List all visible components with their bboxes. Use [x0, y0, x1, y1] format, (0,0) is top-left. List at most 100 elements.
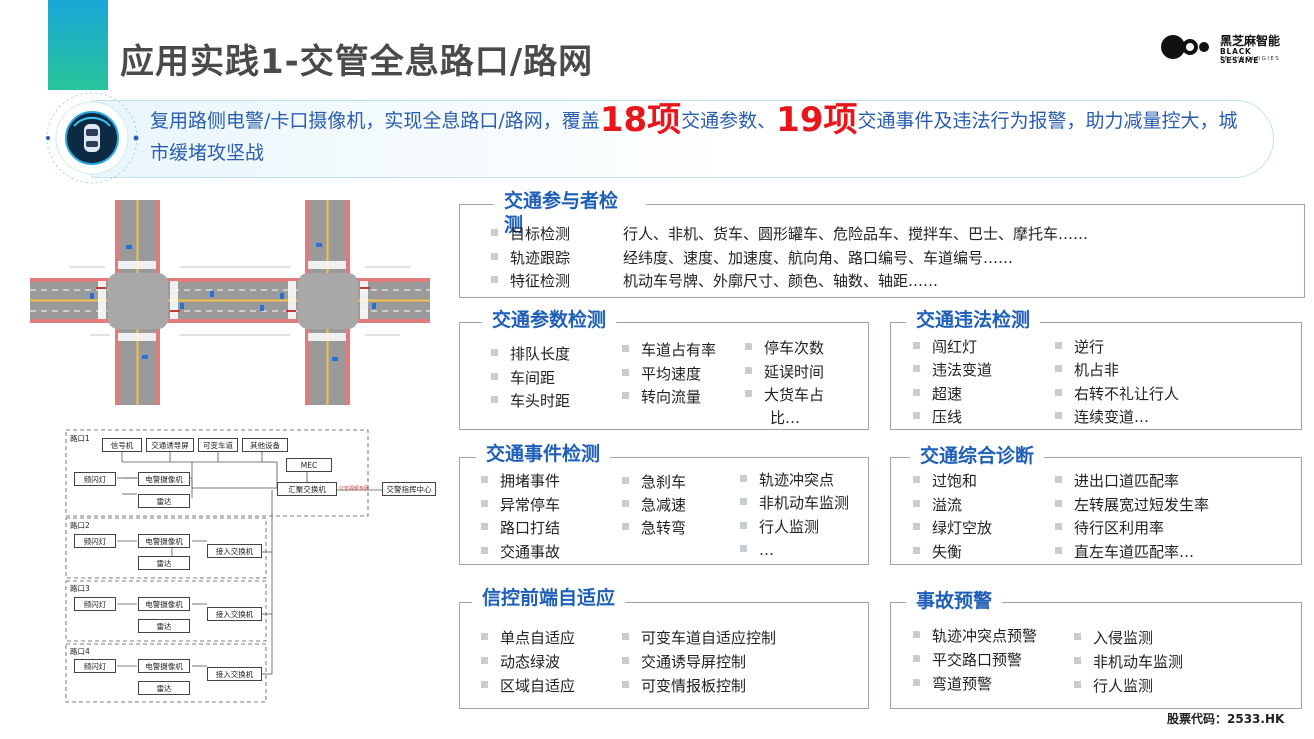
- list-item: 违法变道: [913, 360, 992, 380]
- list-item: 进出口道匹配率: [1055, 471, 1179, 491]
- summary-part-1: 复用路侧电警/卡口摄像机，实现全息路口/路网，覆盖: [150, 110, 600, 132]
- participant-row: 目标检测: [491, 224, 570, 244]
- signal-control-title: 信控前端自适应: [472, 586, 626, 610]
- accent-bar: [48, 0, 108, 90]
- list-item: 失衡: [913, 542, 962, 562]
- list-item: 动态绿波: [481, 652, 560, 672]
- accident-warning-box: [890, 602, 1302, 709]
- junction-2-label: 路口2: [70, 521, 90, 530]
- summary-banner: [90, 100, 1274, 178]
- accident-warning-title: 事故预警: [906, 589, 1003, 613]
- list-item: 交通事故: [481, 542, 560, 562]
- list-item: 车间距: [491, 368, 555, 388]
- diagnosis-title: 交通综合诊断: [910, 444, 1045, 468]
- junction-1-label: 路口1: [70, 434, 90, 443]
- list-item: 大货车占: [745, 385, 824, 405]
- list-item: 平交路口预警: [913, 650, 1022, 670]
- flash-light-node: 频闪灯: [74, 534, 116, 548]
- radar-node: 雷达: [138, 494, 190, 508]
- list-item: 溢流: [913, 495, 962, 515]
- network-topology: .nb { position: absolute; border: 1px so…: [62, 428, 442, 703]
- list-item: 入侵监测: [1074, 628, 1153, 648]
- list-item: 路口打结: [481, 518, 560, 538]
- camera-node: 电警摄像机: [138, 534, 190, 548]
- param-count: 18项: [599, 100, 682, 140]
- participant-row-desc: 行人、非机、货车、圆形罐车、危险品车、搅拌车、巴士、摩托车……: [623, 225, 1089, 243]
- participant-detection-title: 交通参与者检测: [494, 189, 646, 237]
- junction-4-label: 路口4: [70, 647, 90, 656]
- radar-node: 雷达: [138, 681, 190, 695]
- logo-text-cn: 黑芝麻智能: [1220, 34, 1281, 48]
- participant-row: 特征检测: [491, 271, 570, 291]
- list-item: 非机动车监测: [740, 493, 849, 513]
- list-item: 行人监测: [1074, 676, 1153, 696]
- event-detection-title: 交通事件检测: [476, 442, 611, 466]
- event-count: 19项: [776, 100, 858, 140]
- mec-node: MEC: [286, 458, 332, 472]
- list-item: 行人监测: [740, 517, 819, 537]
- company-logo: 黑芝麻智能 BLACK SESAME TECHNOLOGIES: [1160, 30, 1290, 65]
- list-item: 拥堵事件: [481, 471, 560, 491]
- intersection-diagram: [30, 200, 430, 405]
- summary-part-3: 交通事件及违法行为报警，助力减量控大，城市缓堵攻坚战: [150, 110, 1238, 164]
- list-item: 交通诱导屏控制: [622, 652, 746, 672]
- list-item: 区域自适应: [481, 676, 575, 696]
- list-item: …: [740, 540, 774, 560]
- list-item: 超速: [913, 384, 962, 404]
- radar-node: 雷达: [138, 619, 190, 633]
- stock-code: 股票代码：2533.HK: [1167, 712, 1285, 726]
- page-title: 应用实践1-交管全息路口/路网: [120, 42, 594, 82]
- list-item: 急减速: [622, 495, 686, 515]
- list-item: 压线: [913, 407, 962, 427]
- list-item: 平均速度: [622, 364, 701, 384]
- camera-node: 电警摄像机: [138, 659, 190, 673]
- diagnosis-box: [890, 457, 1302, 565]
- aggregation-switch-node: 汇聚交换机: [277, 482, 337, 496]
- list-item: 可变情报板控制: [622, 676, 746, 696]
- list-item: 车道占有率: [622, 340, 716, 360]
- logo-text-en-sub: TECHNOLOGIES: [1220, 56, 1281, 62]
- param-detection-title: 交通参数检测: [482, 308, 617, 332]
- other-device-node: 其他设备: [242, 438, 288, 452]
- guide-screen-node: 交通诱导屏: [146, 438, 194, 452]
- list-item: 急转弯: [622, 518, 686, 538]
- violation-detection-box: [890, 322, 1302, 430]
- list-item: 车头时距: [491, 391, 570, 411]
- police-network-label: 公安视频专网: [339, 486, 370, 492]
- list-item: 直左车道匹配率…: [1055, 542, 1194, 562]
- list-item: 比…: [770, 409, 801, 427]
- signal-control-box: [459, 602, 869, 709]
- list-item: 异常停车: [481, 495, 560, 515]
- list-item: 非机动车监测: [1074, 652, 1183, 672]
- junction-3-label: 路口3: [70, 584, 90, 593]
- list-item: 右转不礼让行人: [1055, 384, 1179, 404]
- flash-light-node: 频闪灯: [74, 597, 116, 611]
- list-item: 轨迹冲突点: [740, 470, 834, 490]
- logo-text-en: BLACK SESAME: [1220, 47, 1260, 65]
- signal-machine-node: 信号机: [102, 438, 142, 452]
- participant-row-desc: 经纬度、速度、加速度、航向角、路口编号、车道编号……: [623, 249, 1014, 267]
- violation-detection-title: 交通违法检测: [906, 308, 1041, 332]
- camera-node: 电警摄像机: [138, 597, 190, 611]
- radar-node: 雷达: [138, 556, 190, 570]
- list-item: 停车次数: [745, 338, 824, 358]
- list-item: 连续变道…: [1055, 407, 1149, 427]
- list-item: 闯红灯: [913, 337, 977, 357]
- summary-part-2: 交通参数、: [681, 110, 777, 132]
- camera-node: 电警摄像机: [138, 472, 190, 486]
- list-item: 过饱和: [913, 471, 977, 491]
- flash-light-node: 频闪灯: [74, 472, 116, 486]
- access-switch-node: 接入交换机: [207, 544, 262, 558]
- variable-lane-node: 可变车道: [198, 438, 238, 452]
- list-item: 逆行: [1055, 337, 1104, 357]
- access-switch-node: 接入交换机: [207, 607, 262, 621]
- list-item: 急刹车: [622, 472, 686, 492]
- list-item: 转向流量: [622, 387, 701, 407]
- list-item: 延误时间: [745, 362, 824, 382]
- list-item: 待行区利用率: [1055, 518, 1164, 538]
- list-item: 单点自适应: [481, 628, 575, 648]
- summary-text: 复用路侧电警/卡口摄像机，实现全息路口/路网，覆盖18项交通参数、19项交通事件…: [150, 103, 1250, 169]
- list-item: 轨迹冲突点预警: [913, 626, 1037, 646]
- flash-light-node: 频闪灯: [74, 659, 116, 673]
- event-detection-box: [459, 457, 869, 565]
